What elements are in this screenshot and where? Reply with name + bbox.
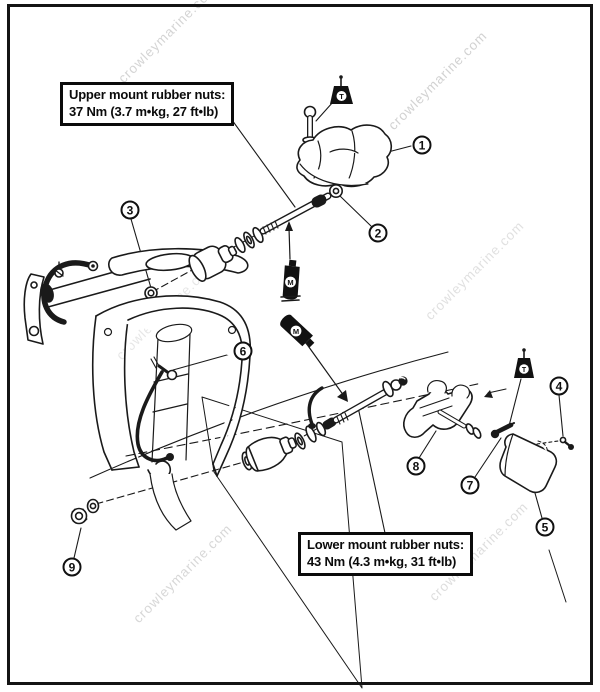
upper-torque-note: Upper mount rubber nuts: 37 Nm (3.7 m•kg… <box>60 82 235 126</box>
callout-2: 2 <box>368 223 388 243</box>
svg-text:T: T <box>522 367 527 374</box>
callout-9: 9 <box>62 557 82 577</box>
torque-tag-icon-lower: T <box>514 348 534 378</box>
callout-6: 6 <box>233 341 253 361</box>
callout-7: 7 <box>460 475 480 495</box>
cover-bolt <box>490 422 515 439</box>
ground-wire <box>135 356 178 463</box>
lower-mount-housing <box>403 380 482 439</box>
lock-nuts <box>70 498 100 525</box>
grease-tube-icon-lower: M <box>280 314 345 397</box>
lower-torque-note-line1: Lower mount rubber nuts: <box>307 537 464 552</box>
torque-tag-icon-upper: T <box>330 75 353 104</box>
leader-lines <box>73 101 564 559</box>
callout-5: 5 <box>535 517 555 537</box>
lower-mount-damper <box>245 436 297 472</box>
mount-hose <box>307 386 324 426</box>
leader-arrowheads <box>285 221 493 402</box>
callout-3: 3 <box>120 200 140 220</box>
svg-text:T: T <box>339 92 344 101</box>
lower-mount-rubber-exploded <box>241 376 408 472</box>
cover-screw <box>559 436 574 450</box>
mount-cover-plate <box>499 433 558 494</box>
callout-4: 4 <box>549 376 569 396</box>
svg-text:M: M <box>287 278 293 287</box>
callout-8: 8 <box>406 456 426 476</box>
lower-torque-note: Lower mount rubber nuts: 43 Nm (4.3 m•kg… <box>298 532 473 576</box>
upper-torque-note-line2: 37 Nm (3.7 m•kg, 27 ft•lb) <box>69 103 219 119</box>
upper-mount-rubber-exploded <box>188 184 343 282</box>
washer <box>305 425 317 443</box>
page-border <box>7 4 593 685</box>
callout-1: 1 <box>412 135 432 155</box>
lower-torque-note-line2: 43 Nm (4.3 m•kg, 31 ft•lb) <box>307 553 457 569</box>
swivel-bracket <box>91 247 252 531</box>
association-curves <box>89 351 567 689</box>
upper-mount-assembly <box>296 124 393 188</box>
washer <box>234 236 246 254</box>
upper-mount-damper <box>188 245 238 282</box>
clamp-bracket <box>23 260 151 345</box>
svg-text:M: M <box>293 327 299 336</box>
grease-tube-icon-upper: M <box>280 227 301 302</box>
upper-torque-note-line1: Upper mount rubber nuts: <box>69 87 226 102</box>
